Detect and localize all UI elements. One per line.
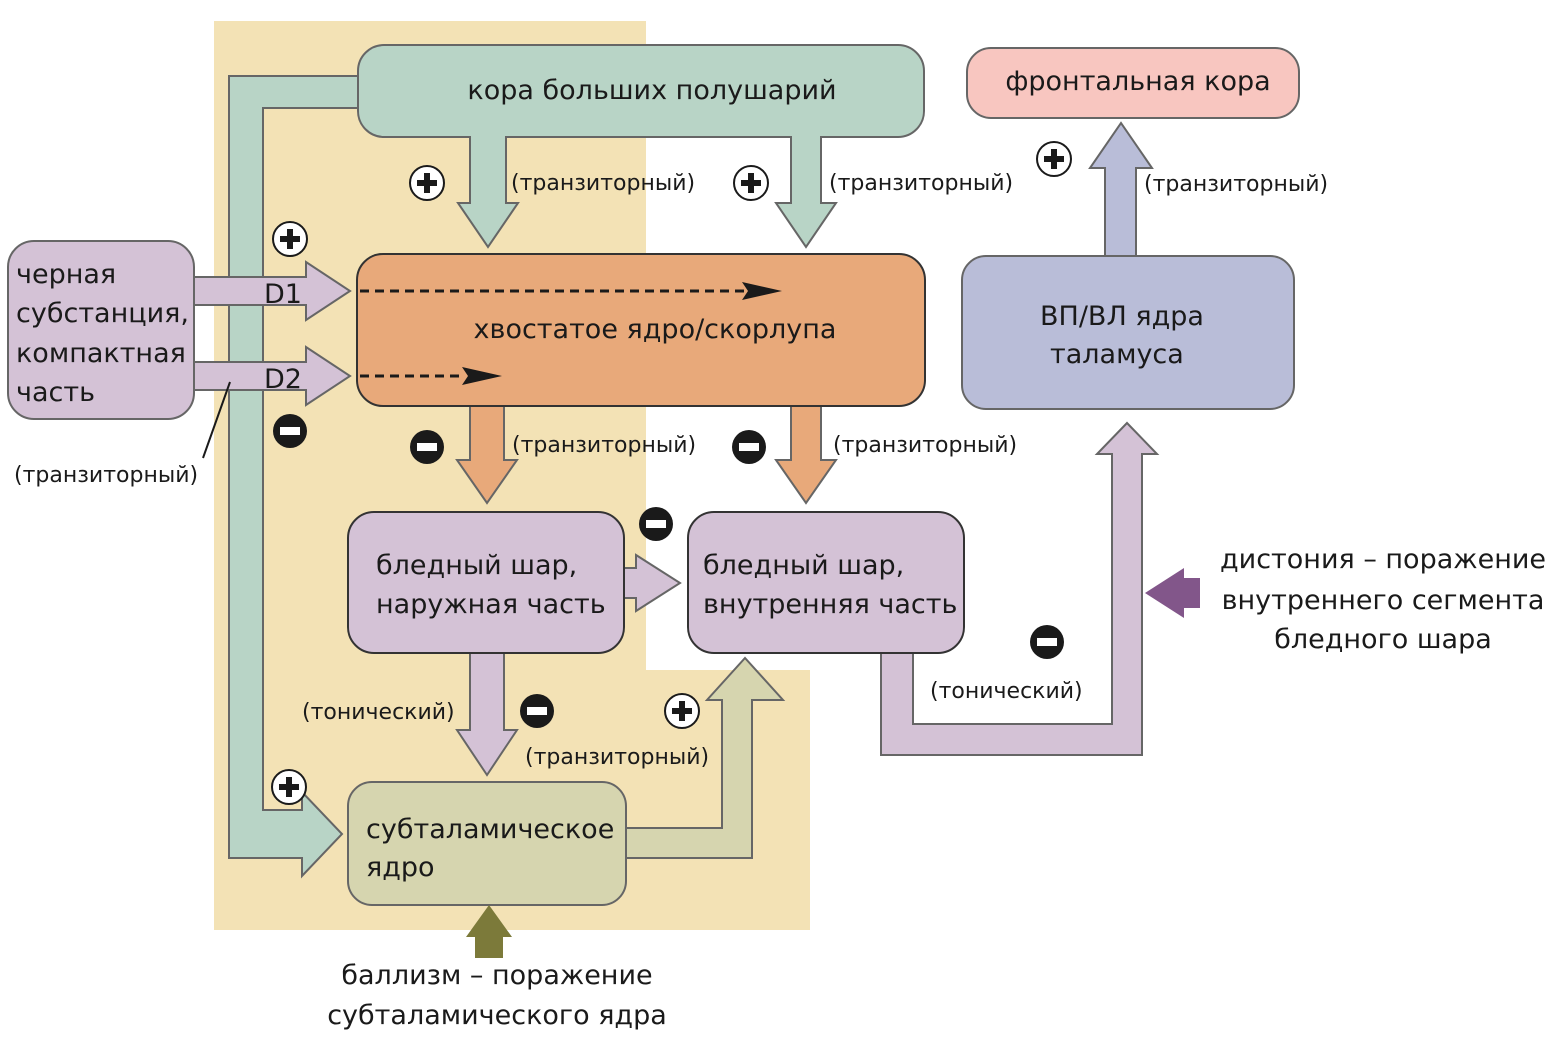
cortex-to-striatum-arrow-1 — [456, 136, 520, 249]
gpe-label-line1: бледный шар, — [376, 550, 577, 581]
gpi-thalamus-tonic-label: (тонический) — [930, 679, 1083, 704]
stn-label-line2: ядро — [366, 852, 435, 883]
cortex-striatum-transient-label-1: (транзиторный) — [511, 171, 695, 196]
dystonia-arrow — [1145, 568, 1200, 618]
gpi-label-line2: внутренняя часть — [703, 589, 957, 620]
plus-icon — [1036, 141, 1072, 177]
ballism-label-line2: субталамического ядра — [327, 1000, 667, 1031]
stn-label-line1: субталамическое — [366, 814, 614, 845]
sn-d2-arrow — [189, 345, 352, 407]
dystonia-label-line3: бледного шара — [1274, 624, 1492, 655]
substantia-nigra-node — [7, 240, 195, 420]
d1-internal-arrowhead — [742, 282, 782, 300]
gpe-to-gpi-arrow — [622, 553, 682, 613]
gpi-to-thalamus-arrow — [880, 421, 1160, 756]
thalamus-node — [961, 255, 1295, 410]
dystonia-label-line2: внутреннего сегмента — [1222, 585, 1545, 616]
minus-icon — [1030, 625, 1064, 659]
gpe-stn-tonic-label: (тонический) — [302, 700, 455, 725]
frontal-cortex-node — [966, 47, 1300, 119]
stn-gpi-transient-label: (транзиторный) — [525, 745, 709, 770]
plus-icon — [733, 165, 769, 201]
thalamus-frontal-transient-label: (транзиторный) — [1144, 172, 1328, 197]
minus-icon — [639, 507, 673, 541]
striatum-gpi-transient-label: (транзиторный) — [833, 433, 1017, 458]
sn-label-line1: черная — [16, 259, 116, 290]
sn-transient-leader — [202, 381, 231, 459]
thalamus-label-line1: ВП/ВЛ ядра — [1040, 301, 1204, 332]
gpi-node — [687, 511, 965, 654]
cortex-striatum-transient-label-2: (транзиторный) — [829, 171, 1013, 196]
d2-label: D2 — [264, 364, 302, 395]
plus-icon — [272, 221, 308, 257]
gpi-label-line1: бледный шар, — [703, 550, 904, 581]
basal-ganglia-zone — [214, 21, 810, 930]
ballism-arrow — [466, 905, 512, 958]
minus-icon — [273, 414, 307, 448]
striatum-gpe-transient-label: (транзиторный) — [512, 433, 696, 458]
cortex-to-striatum-arrow-2 — [774, 136, 838, 249]
gpe-to-stn-arrow — [455, 652, 519, 777]
sn-transient-label: (транзиторный) — [14, 463, 198, 488]
striatum-to-gpe-arrow — [455, 405, 519, 505]
minus-icon — [732, 430, 766, 464]
sn-d1-arrow — [189, 260, 352, 322]
gpe-label-line2: наружная часть — [376, 589, 606, 620]
frontal-cortex-label: фронтальная кора — [1005, 66, 1270, 97]
striatum-label: хвостатое ядро/скорлупа — [474, 314, 837, 345]
thalamus-label-line2: таламуса — [1050, 339, 1184, 370]
d1-label: D1 — [264, 279, 302, 310]
dystonia-label-line1: дистония – поражение — [1220, 544, 1546, 575]
sn-label-line3: компактная — [16, 338, 186, 369]
stn-to-gpi-arrow — [625, 656, 786, 859]
plus-icon — [409, 165, 445, 201]
gpe-node — [347, 511, 625, 654]
thalamus-to-frontal-arrow — [1088, 121, 1154, 257]
plus-icon — [271, 769, 307, 805]
plus-icon — [664, 693, 700, 729]
minus-icon — [520, 694, 554, 728]
stn-node — [347, 781, 627, 906]
sn-label-line2: субстанция, — [16, 298, 189, 329]
d2-internal-arrowhead — [462, 367, 502, 385]
cortex-node — [357, 44, 925, 138]
striatum-to-gpi-arrow — [774, 405, 838, 505]
ballism-label-line1: баллизм – поражение — [341, 960, 652, 991]
minus-icon — [410, 430, 444, 464]
sn-label-line4: часть — [16, 377, 95, 408]
cortex-label: кора больших полушарий — [467, 75, 836, 106]
